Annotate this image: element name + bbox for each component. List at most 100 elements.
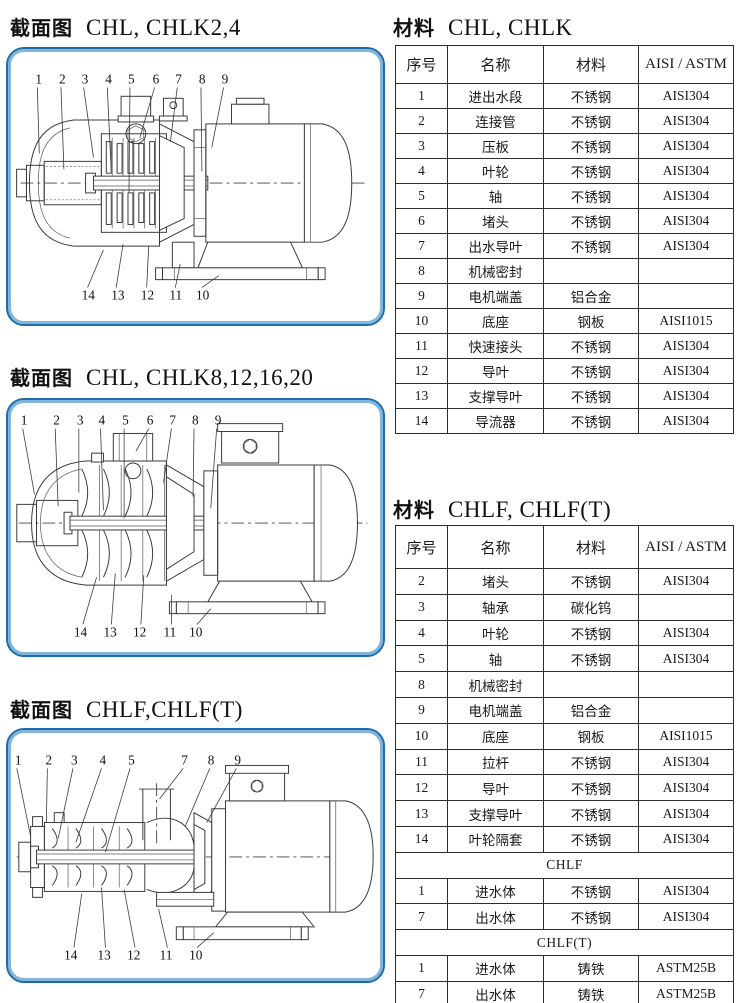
table-cell: 支撑导叶 xyxy=(447,383,544,409)
table-cell: AISI304 xyxy=(638,825,734,853)
table-cell: AISI304 xyxy=(638,619,734,647)
table-row: CHLF xyxy=(395,851,734,879)
table-cell: AISI304 xyxy=(638,108,734,134)
table-cell: 6 xyxy=(395,208,448,234)
table-cell: 不锈钢 xyxy=(543,800,639,827)
table-cell: 进水体 xyxy=(447,877,544,905)
table-cell xyxy=(543,258,639,284)
table-cell: 导流器 xyxy=(447,408,544,434)
table-cell: AISI304 xyxy=(638,333,734,359)
callout-label: 2 xyxy=(59,71,66,86)
callout-label: 2 xyxy=(53,413,60,428)
table-cell: 10 xyxy=(395,308,448,334)
table-cell: 堵头 xyxy=(447,568,544,595)
section-2-model: CHL, CHLK8,12,16,20 xyxy=(86,365,314,390)
table-cell: 8 xyxy=(395,671,448,698)
table-cell: 3 xyxy=(395,593,448,621)
table-cell: 出水体 xyxy=(447,903,544,931)
callout-label: 5 xyxy=(122,413,129,428)
table-cell: 叶轮 xyxy=(447,158,544,184)
table-cell: 8 xyxy=(395,258,448,284)
table-cell xyxy=(543,671,639,698)
table-cell: 9 xyxy=(395,283,448,309)
table-cell: AISI304 xyxy=(638,233,734,259)
shaft xyxy=(30,845,195,869)
table-cell: 1 xyxy=(395,954,448,982)
table-cell: 叶轮隔套 xyxy=(447,825,544,853)
table-cell: 不锈钢 xyxy=(543,183,639,209)
table-cell: 3 xyxy=(395,133,448,159)
table-cell: 11 xyxy=(395,748,448,776)
callout-label: 14 xyxy=(82,287,96,302)
table-cell: 4 xyxy=(395,619,448,647)
table-cell xyxy=(638,258,734,284)
callout-label: 9 xyxy=(222,71,229,86)
section-1-title: 截面图 CHL, CHLK2,4 xyxy=(10,12,241,41)
section-3-heading-zh: 截面图 xyxy=(10,698,73,722)
callout-label: 6 xyxy=(147,413,154,428)
table-cell: 钢板 xyxy=(543,722,639,750)
table-cell xyxy=(638,671,734,698)
table-cell: 11 xyxy=(395,333,448,359)
callouts-bottom: 14 13 12 11 10 xyxy=(74,573,212,639)
table-cell: 铝合金 xyxy=(543,696,639,724)
table-cell: ASTM25B xyxy=(638,954,734,982)
table-cell: 连接管 xyxy=(447,108,544,134)
column-header: 名称 xyxy=(447,45,544,84)
callout-label: 5 xyxy=(128,71,135,86)
table-cell: AISI304 xyxy=(638,358,734,384)
motor xyxy=(211,764,374,913)
diagram-box-chl-chlk8-20: 1 2 3 4 5 6 7 8 9 14 13 12 11 10 xyxy=(6,398,385,657)
table-cell: 2 xyxy=(395,568,448,595)
table-cell: 12 xyxy=(395,358,448,384)
callouts-bottom: 14 13 12 11 10 xyxy=(64,887,214,962)
table-cell: 支撑导叶 xyxy=(447,800,544,827)
callout-label: 12 xyxy=(133,624,146,639)
callout-label: 4 xyxy=(105,71,112,86)
table-row: CHLF(T) xyxy=(395,929,734,956)
table-cell: 7 xyxy=(395,233,448,259)
table-cell: 机械密封 xyxy=(447,671,544,698)
cross-section-diagram-chlf: 1 2 3 4 5 7 8 9 14 13 12 11 10 xyxy=(15,752,374,962)
callout-label: 7 xyxy=(169,413,176,428)
table-cell: 轴 xyxy=(447,183,544,209)
callout-label: 12 xyxy=(127,947,140,962)
table-cell: 铸铁 xyxy=(543,980,639,1003)
table-cell: 13 xyxy=(395,800,448,827)
section-3-title: 截面图 CHLF,CHLF(T) xyxy=(10,694,243,723)
column-header: 序号 xyxy=(395,45,448,84)
table-cell: 钢板 xyxy=(543,308,639,334)
section-1-heading-zh: 截面图 xyxy=(10,16,73,40)
base xyxy=(168,580,326,615)
group-label: CHLF(T) xyxy=(395,929,734,956)
table-cell: 不锈钢 xyxy=(543,774,639,802)
table-cell: 铸铁 xyxy=(543,954,639,982)
table-cell: 轴承 xyxy=(447,593,544,621)
table-cell: AISI304 xyxy=(638,383,734,409)
table-cell: 不锈钢 xyxy=(543,568,639,595)
table-cell: 进出水段 xyxy=(447,83,544,109)
table-cell: AISI1015 xyxy=(638,308,734,334)
callouts-bottom: 14 13 12 11 10 xyxy=(82,244,219,302)
cross-section-diagram-chl-chlk24: 1 2 3 4 5 6 7 8 9 14 13 12 11 10 xyxy=(16,71,368,302)
